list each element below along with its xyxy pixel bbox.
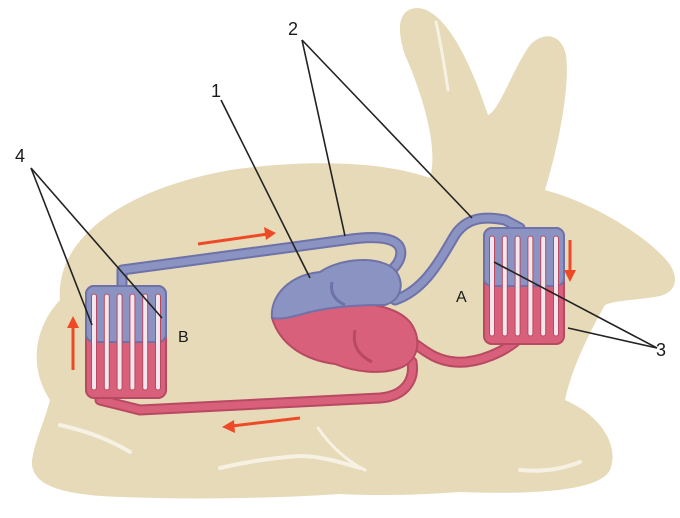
capillary-tube <box>117 294 122 390</box>
label-4: 4 <box>15 146 25 166</box>
label-b: B <box>178 329 189 346</box>
capillary-tube <box>104 294 109 390</box>
label-1: 1 <box>211 81 221 101</box>
rabbit-silhouette <box>32 8 675 498</box>
capillary-tube <box>541 236 546 336</box>
capillary-tube <box>143 294 148 390</box>
capillary-tube <box>528 236 533 336</box>
label-2: 2 <box>288 19 298 39</box>
capillary-tube <box>130 294 135 390</box>
capillary-bed-b <box>86 286 166 398</box>
rabbit-body <box>32 8 675 498</box>
label-a: A <box>456 289 467 306</box>
capillary-tube <box>156 294 161 390</box>
capillary-bed-a <box>484 228 564 344</box>
capillary-tube <box>92 294 97 390</box>
capillary-tube <box>515 236 520 336</box>
capillary-tube <box>554 236 559 336</box>
capillary-tube <box>502 236 507 336</box>
label-3: 3 <box>656 340 666 360</box>
capillary-tube <box>490 236 495 336</box>
